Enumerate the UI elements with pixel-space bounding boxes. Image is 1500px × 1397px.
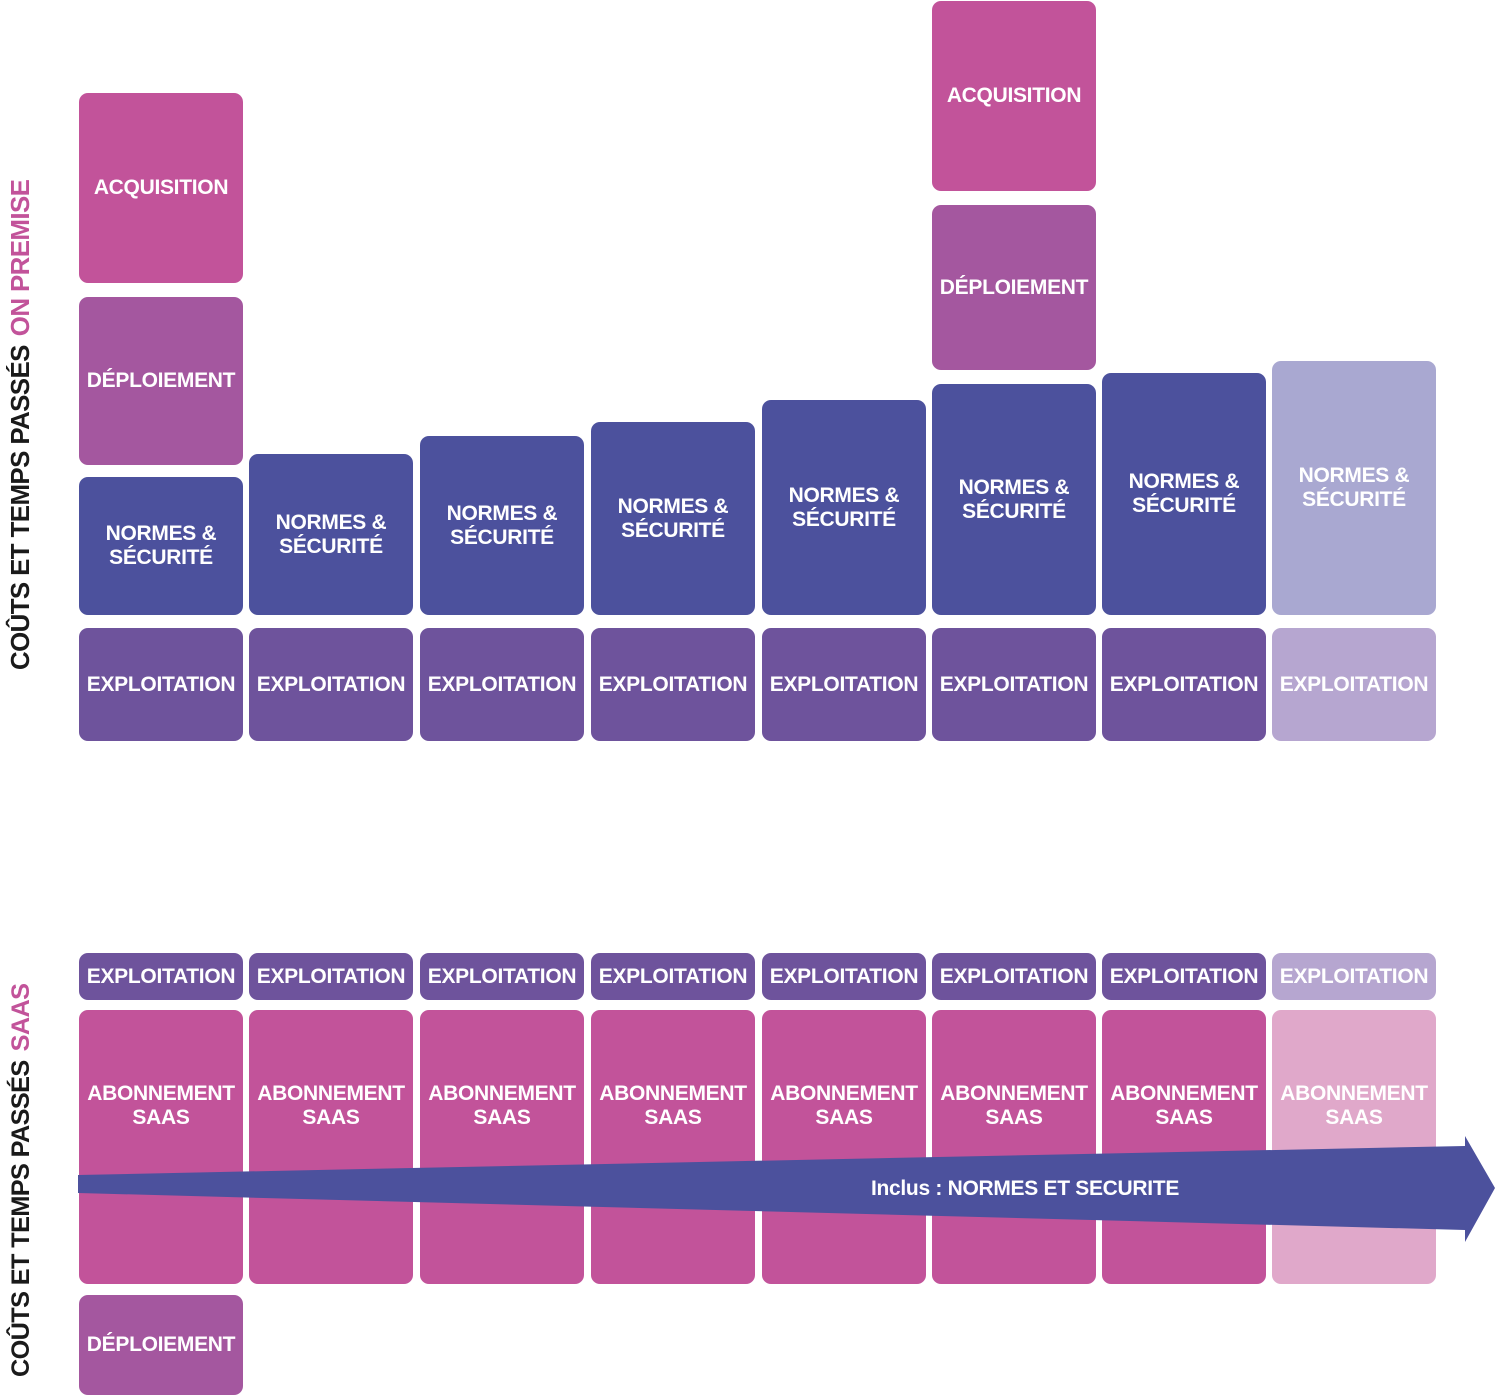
saas-col8-abonnement-label: ABONNEMENT SAAS (1280, 1082, 1428, 1129)
saas-col1-deploiement: DÉPLOIEMENT (79, 1295, 243, 1395)
saas-col5-abonnement-label: ABONNEMENT SAAS (770, 1082, 918, 1129)
included-arrow-shape (78, 1136, 1495, 1242)
saas-col3-exploitation: EXPLOITATION (420, 953, 584, 1000)
on-premise-col6-exploitation: EXPLOITATION (932, 628, 1096, 741)
on-premise-col5-normes-label: NORMES & SÉCURITÉ (788, 483, 900, 531)
on-premise-col6-deploiement: DÉPLOIEMENT (932, 205, 1096, 370)
saas-col5-exploitation: EXPLOITATION (762, 953, 926, 1000)
on-premise-col5-normes: NORMES & SÉCURITÉ (762, 400, 926, 615)
on-premise-col1-normes-label: NORMES & SÉCURITÉ (105, 522, 217, 569)
saas-col1-exploitation-label: EXPLOITATION (86, 964, 236, 988)
saas-col8-exploitation: EXPLOITATION (1272, 953, 1436, 1000)
saas-col3-exploitation-label: EXPLOITATION (427, 964, 577, 988)
saas-col2-exploitation-label: EXPLOITATION (256, 964, 406, 988)
saas-col4-abonnement: ABONNEMENT SAAS (591, 1010, 755, 1284)
saas-col4-exploitation-label: EXPLOITATION (598, 964, 748, 988)
saas-col2-abonnement: ABONNEMENT SAAS (249, 1010, 413, 1284)
on-premise-col2-normes: NORMES & SÉCURITÉ (249, 454, 413, 615)
on-premise-col7-normes-label: NORMES & SÉCURITÉ (1128, 470, 1240, 517)
on-premise-col8-exploitation: EXPLOITATION (1272, 628, 1436, 741)
saas-col1-abonnement: ABONNEMENT SAAS (79, 1010, 243, 1284)
on-premise-col5-exploitation: EXPLOITATION (762, 628, 926, 741)
on-premise-col4-exploitation: EXPLOITATION (591, 628, 755, 741)
saas-col3-abonnement-label: ABONNEMENT SAAS (428, 1082, 576, 1129)
on-premise-col1-acquisition: ACQUISITION (79, 93, 243, 283)
on-premise-col4-normes-label: NORMES & SÉCURITÉ (617, 494, 729, 542)
saas-col7-exploitation-label: EXPLOITATION (1109, 964, 1259, 988)
saas-col8-exploitation-label: EXPLOITATION (1279, 964, 1429, 988)
on-premise-col6-acquisition-label: ACQUISITION (946, 84, 1082, 107)
on-premise-col6-normes-label: NORMES & SÉCURITÉ (958, 475, 1070, 523)
on-premise-col4-exploitation-label: EXPLOITATION (598, 672, 748, 696)
on-premise-col6-deploiement-label: DÉPLOIEMENT (939, 275, 1089, 299)
on-premise-col2-exploitation-label: EXPLOITATION (256, 672, 406, 696)
saas-col4-abonnement-label: ABONNEMENT SAAS (599, 1082, 747, 1129)
saas-col3-abonnement: ABONNEMENT SAAS (420, 1010, 584, 1284)
saas-col2-abonnement-label: ABONNEMENT SAAS (257, 1082, 405, 1129)
saas-col1-abonnement-label: ABONNEMENT SAAS (87, 1082, 235, 1129)
saas-col1-deploiement-label: DÉPLOIEMENT (86, 1333, 236, 1356)
saas-col6-exploitation-label: EXPLOITATION (939, 964, 1089, 988)
on-premise-col1-deploiement-label: DÉPLOIEMENT (86, 369, 236, 392)
on-premise-col1-acquisition-label: ACQUISITION (93, 176, 229, 199)
on-premise-col1-exploitation: EXPLOITATION (79, 628, 243, 741)
saas-col7-abonnement-label: ABONNEMENT SAAS (1110, 1082, 1258, 1129)
on-premise-col7-normes: NORMES & SÉCURITÉ (1102, 373, 1266, 615)
on-premise-col7-exploitation-label: EXPLOITATION (1109, 672, 1259, 696)
on-premise-col8-exploitation-label: EXPLOITATION (1279, 672, 1429, 696)
on-premise-col8-normes-label: NORMES & SÉCURITÉ (1298, 464, 1410, 511)
on-premise-col1-exploitation-label: EXPLOITATION (86, 672, 236, 696)
on-premise-col6-exploitation-label: EXPLOITATION (939, 672, 1089, 696)
on-premise-col1-normes: NORMES & SÉCURITÉ (79, 477, 243, 615)
on-premise-col3-exploitation: EXPLOITATION (420, 628, 584, 741)
saas-col7-exploitation: EXPLOITATION (1102, 953, 1266, 1000)
on-premise-col6-normes: NORMES & SÉCURITÉ (932, 384, 1096, 615)
on-premise-col3-normes-label: NORMES & SÉCURITÉ (446, 501, 558, 549)
saas-col5-abonnement: ABONNEMENT SAAS (762, 1010, 926, 1284)
on-premise-col8-normes: NORMES & SÉCURITÉ (1272, 361, 1436, 615)
included-arrow-label: Inclus : NORMES ET SECURITE (870, 1177, 1180, 1200)
saas-col6-abonnement-label: ABONNEMENT SAAS (940, 1082, 1088, 1129)
saas-col6-abonnement: ABONNEMENT SAAS (932, 1010, 1096, 1284)
saas-col8-abonnement: ABONNEMENT SAAS (1272, 1010, 1436, 1284)
on-premise-col4-normes: NORMES & SÉCURITÉ (591, 422, 755, 615)
saas-col2-exploitation: EXPLOITATION (249, 953, 413, 1000)
on-premise-col5-exploitation-label: EXPLOITATION (769, 672, 919, 696)
on-premise-col1-deploiement: DÉPLOIEMENT (79, 297, 243, 465)
on-premise-col3-normes: NORMES & SÉCURITÉ (420, 436, 584, 615)
on-premise-col6-acquisition: ACQUISITION (932, 1, 1096, 191)
on-premise-col2-normes-label: NORMES & SÉCURITÉ (275, 510, 387, 558)
saas-col1-exploitation: EXPLOITATION (79, 953, 243, 1000)
on-premise-col2-exploitation: EXPLOITATION (249, 628, 413, 741)
saas-col4-exploitation: EXPLOITATION (591, 953, 755, 1000)
saas-col5-exploitation-label: EXPLOITATION (769, 964, 919, 988)
saas-col6-exploitation: EXPLOITATION (932, 953, 1096, 1000)
saas-col7-abonnement: ABONNEMENT SAAS (1102, 1010, 1266, 1284)
on-premise-col7-exploitation: EXPLOITATION (1102, 628, 1266, 741)
on-premise-col3-exploitation-label: EXPLOITATION (427, 672, 577, 696)
